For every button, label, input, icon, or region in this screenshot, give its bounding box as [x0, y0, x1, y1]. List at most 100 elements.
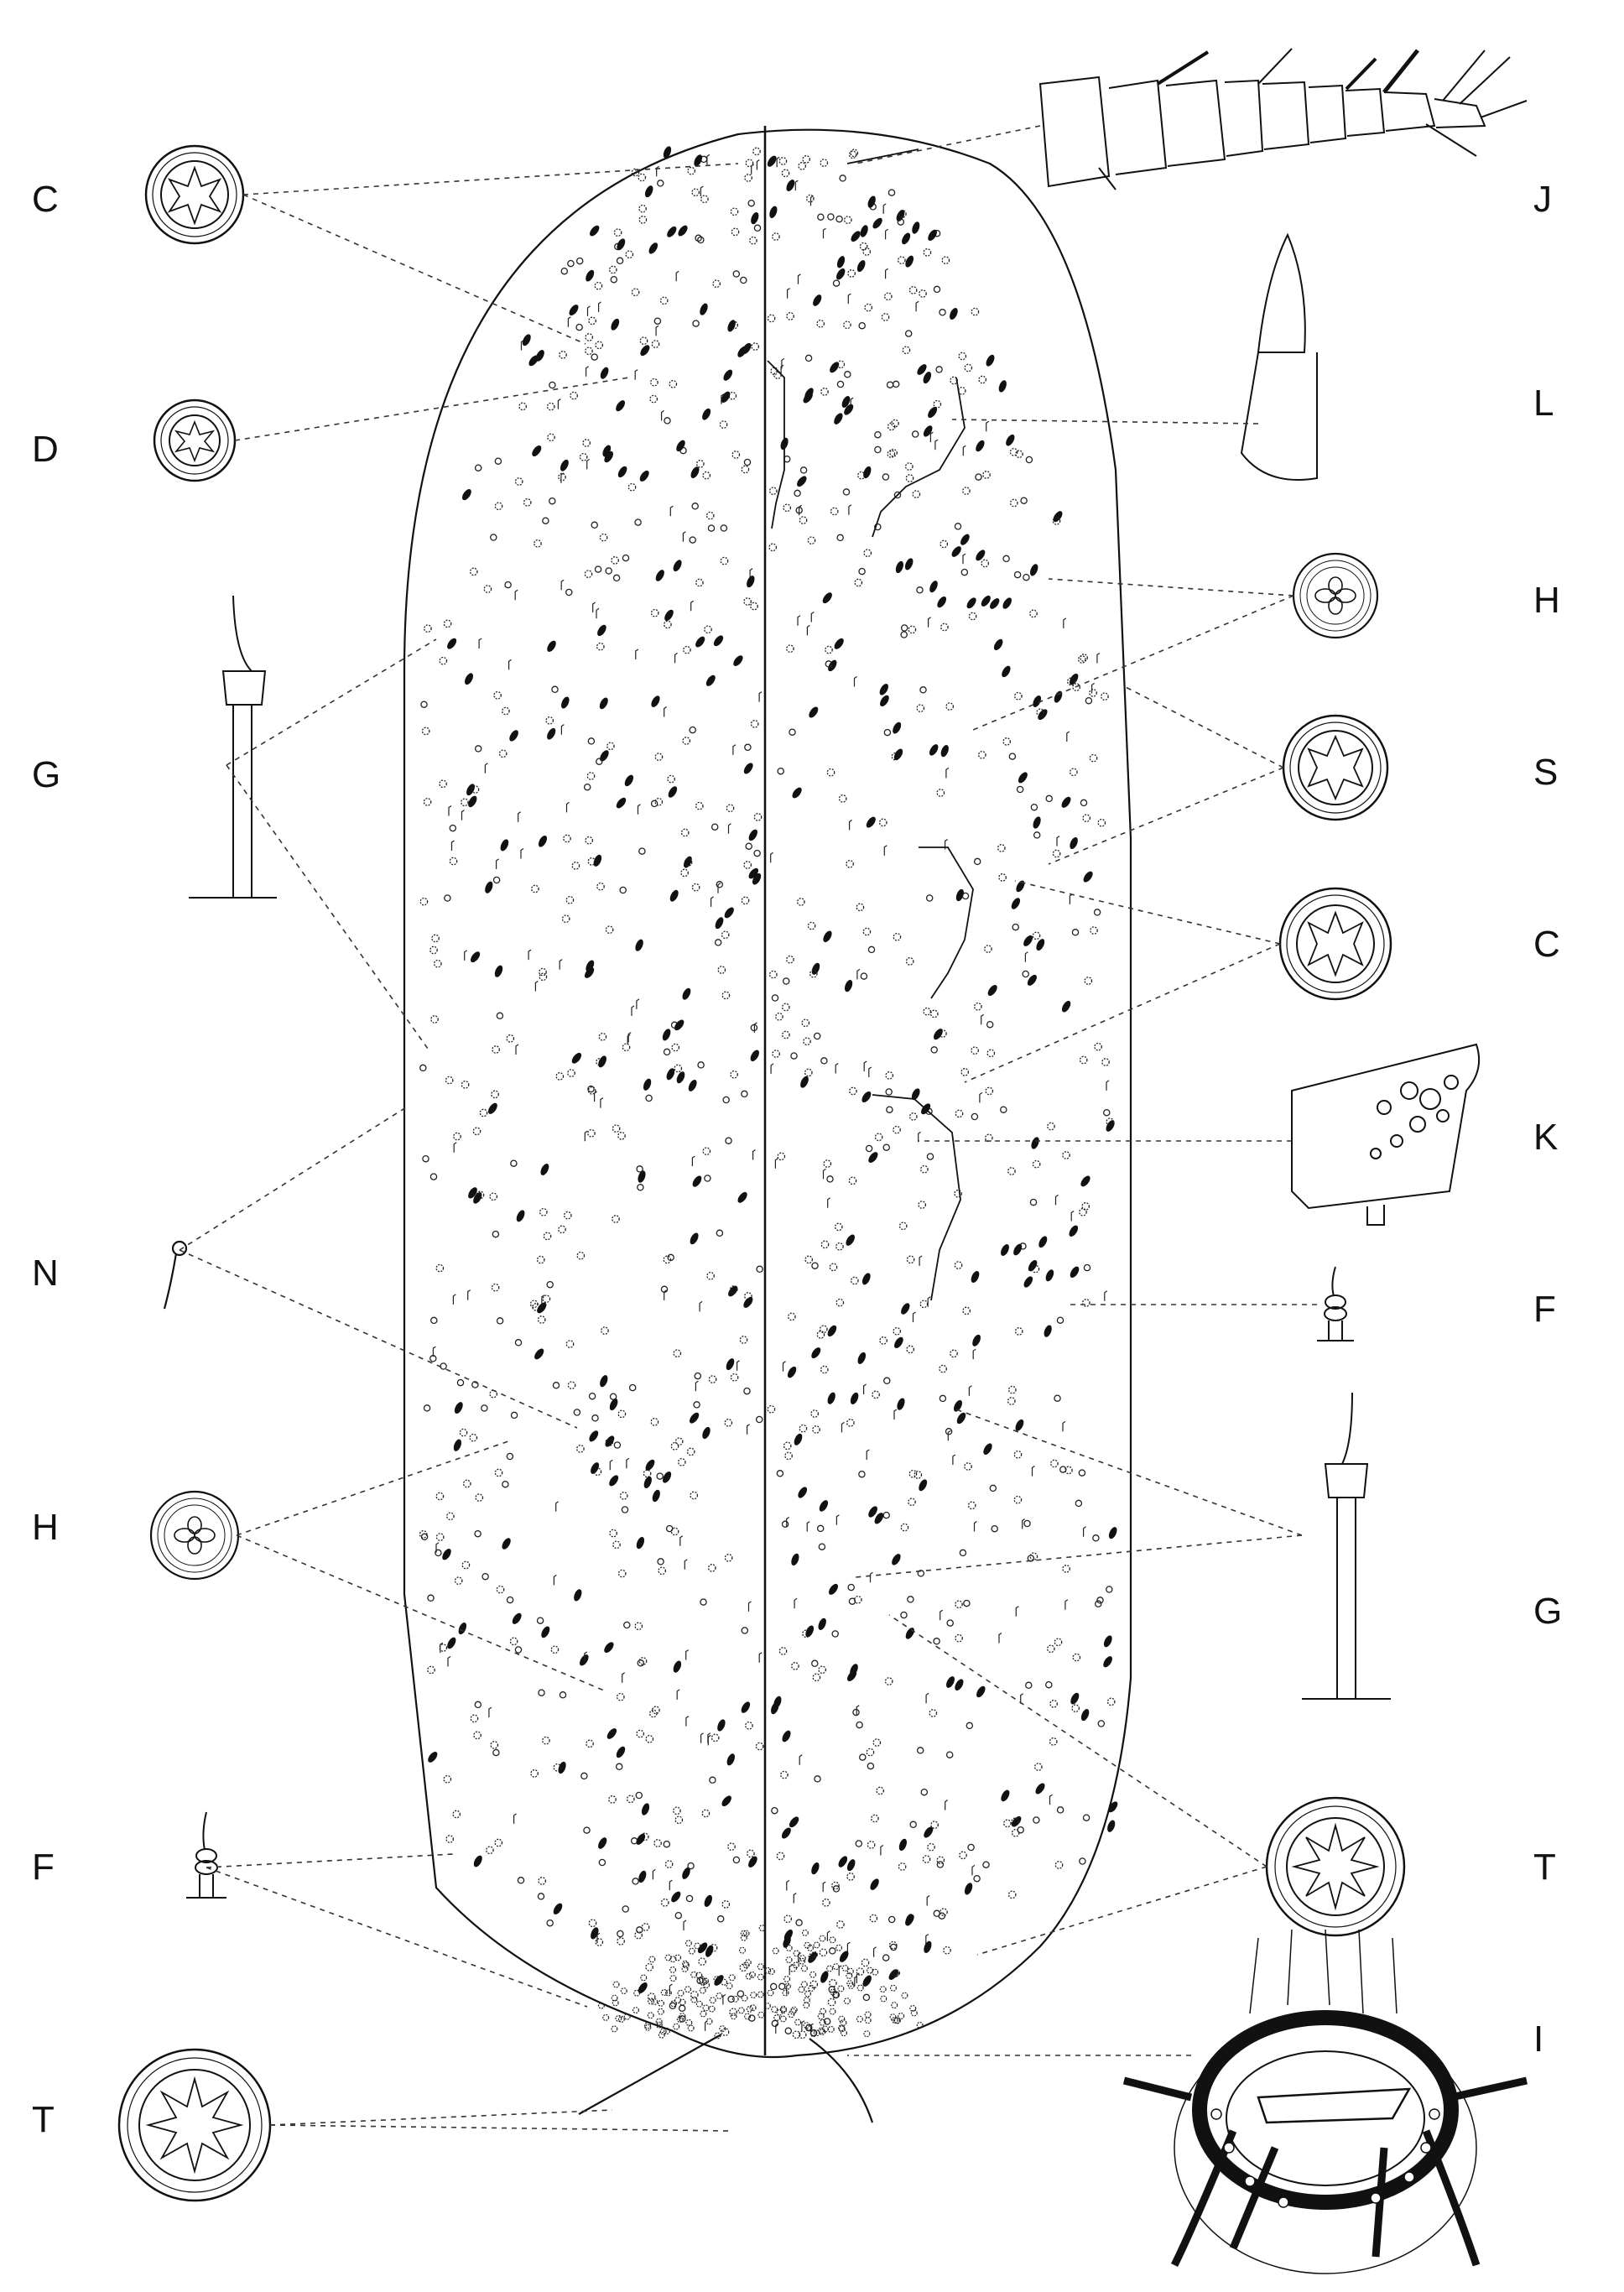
multilocular-pore — [905, 1914, 914, 1926]
multilocular-pore — [605, 1435, 615, 1447]
dermal-seta — [776, 156, 780, 168]
quinquelocular-pore — [579, 452, 588, 461]
dermal-seta — [488, 1706, 492, 1718]
tubular-duct-opening — [481, 1572, 489, 1581]
tubular-duct-opening — [559, 1691, 567, 1699]
quinquelocular-pore — [904, 462, 914, 471]
quinquelocular-pore — [638, 173, 647, 182]
quinquelocular-pore — [1052, 517, 1061, 525]
tubular-duct-opening — [1033, 1816, 1040, 1824]
multilocular-pore — [645, 1459, 655, 1471]
quinquelocular-pore — [883, 292, 893, 301]
quinquelocular-pore — [785, 1956, 793, 1964]
multilocular-pore — [1083, 871, 1093, 883]
tubular-duct-opening — [506, 1596, 514, 1604]
quinquelocular-pore — [542, 1294, 551, 1304]
tubular-duct-opening — [1022, 970, 1029, 978]
quinquelocular-pore — [1052, 849, 1061, 858]
quinquelocular-pore — [671, 1043, 680, 1052]
quinquelocular-pore — [657, 1999, 664, 2007]
quinquelocular-pore — [898, 210, 907, 218]
quinquelocular-pore — [498, 749, 508, 758]
tubular-duct-opening — [679, 2015, 686, 2023]
quinquelocular-pore — [429, 945, 438, 955]
quinquelocular-pore — [651, 340, 660, 348]
quinquelocular-pore — [830, 1988, 837, 1996]
multilocular-pore — [663, 1471, 672, 1483]
quinquelocular-pore — [889, 448, 898, 457]
quinquelocular-pore — [529, 1300, 539, 1309]
dermal-seta — [747, 1424, 750, 1435]
multilocular-pore — [1061, 1000, 1071, 1013]
quinquelocular-pore — [680, 868, 689, 878]
quinquelocular-pore — [981, 559, 990, 568]
quinquelocular-pore — [799, 1957, 806, 1965]
quinquelocular-pore — [812, 1673, 821, 1682]
quinquelocular-pore — [1089, 753, 1098, 763]
multilocular-pore — [676, 1071, 685, 1084]
dermal-seta — [452, 1294, 456, 1305]
quinquelocular-pore — [889, 2013, 897, 2021]
quinquelocular-pore — [854, 578, 863, 587]
quinquelocular-pore — [1094, 1042, 1102, 1051]
multilocular-pore — [648, 242, 658, 254]
multilocular-pore — [787, 1366, 797, 1378]
tubular-duct-opening — [419, 1064, 427, 1072]
quinquelocular-pore — [893, 2017, 901, 2024]
quinquelocular-pore — [606, 742, 615, 751]
tubular-duct-opening — [933, 1638, 940, 1645]
dermal-seta — [758, 691, 763, 702]
quinquelocular-pore — [881, 313, 890, 321]
tubular-duct-opening — [669, 2002, 677, 2010]
multilocular-pore — [663, 146, 672, 159]
multilocular-pore — [972, 1334, 981, 1347]
quinquelocular-pore — [721, 1978, 728, 1986]
tubular-duct-opening — [926, 1153, 934, 1160]
label-h-left: H — [32, 1507, 59, 1548]
quinquelocular-pore — [793, 1950, 800, 1957]
tubular-duct-opening — [790, 1052, 798, 1060]
quinquelocular-pore — [454, 1576, 463, 1586]
tubular-duct-opening — [551, 685, 559, 694]
dermal-seta — [700, 1732, 704, 1743]
quinquelocular-pore — [491, 1090, 499, 1099]
quinquelocular-pore — [427, 1665, 435, 1675]
tubular-duct-opening — [638, 847, 646, 855]
quinquelocular-pore — [964, 1462, 972, 1471]
quinquelocular-pore — [809, 2030, 817, 2038]
quinquelocular-pore — [462, 1479, 471, 1488]
quinquelocular-pore — [687, 166, 696, 175]
multilocular-pore — [933, 1029, 943, 1040]
multilocular-pore — [1080, 1709, 1090, 1722]
tubular-duct-opening — [514, 1339, 523, 1347]
quinquelocular-pore — [681, 1960, 689, 1967]
quinquelocular-pore — [764, 1966, 772, 1974]
quinquelocular-pore — [781, 1003, 790, 1012]
tubular-duct-opening — [986, 1020, 994, 1029]
tubular-duct-opening — [883, 728, 892, 737]
multilocular-pore — [964, 1883, 973, 1895]
tubular-duct-opening — [490, 534, 497, 541]
dermal-seta — [637, 804, 641, 815]
quinquelocular-pore — [893, 2017, 901, 2024]
quinquelocular-pore — [1011, 1817, 1019, 1826]
label-k: K — [1533, 1117, 1558, 1158]
quinquelocular-pore — [919, 289, 927, 298]
quinquelocular-pore — [514, 477, 523, 486]
quinquelocular-pore — [684, 858, 693, 867]
quinquelocular-pore — [728, 391, 737, 400]
tubular-duct-opening — [842, 488, 851, 496]
quinquelocular-pore — [800, 1981, 808, 1988]
dermal-seta — [868, 1066, 872, 1077]
quinquelocular-pore — [803, 1997, 810, 2004]
dermal-seta — [971, 1864, 976, 1876]
quinquelocular-pore — [954, 1189, 962, 1198]
dermal-seta — [835, 1063, 839, 1074]
tubular-duct-opening — [887, 189, 896, 196]
quinquelocular-pore — [957, 386, 966, 395]
multilocular-pore — [851, 231, 861, 242]
quinquelocular-pore — [818, 1665, 827, 1675]
quinquelocular-pore — [986, 1049, 996, 1058]
quinquelocular-pore — [891, 1969, 899, 1978]
quinquelocular-pore — [638, 204, 647, 213]
